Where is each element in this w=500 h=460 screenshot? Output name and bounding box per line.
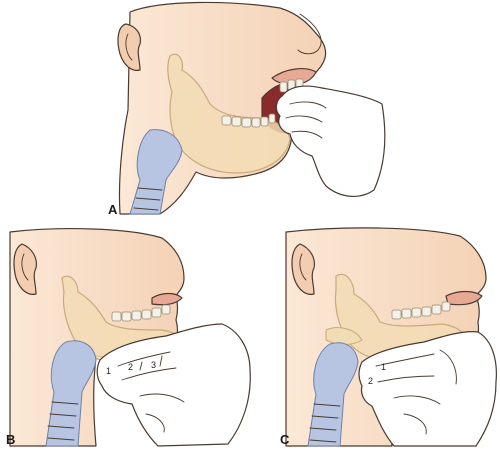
gloved-hand [96, 323, 251, 447]
airway-trachea [307, 342, 359, 447]
gloved-hand [275, 85, 386, 197]
finger-number-3: 3 [151, 360, 156, 370]
airway-trachea [45, 340, 97, 447]
panel-b: 1 2 3 B [6, 228, 251, 447]
panel-a: A [108, 1, 386, 217]
lips [445, 290, 483, 306]
finger-number-1: 1 [106, 366, 111, 376]
lower-teeth [111, 304, 171, 322]
ear [117, 23, 141, 71]
ear [13, 243, 37, 295]
finger-number-2: 2 [128, 362, 133, 372]
airway-trachea [129, 129, 183, 215]
tmj-outline [325, 327, 363, 345]
panel-label-a: A [108, 202, 118, 217]
ear [291, 243, 315, 295]
finger-number-2: 2 [368, 376, 373, 386]
lower-teeth [221, 113, 276, 128]
nose [297, 13, 322, 55]
panel-label-b: B [6, 432, 15, 447]
panel-label-c: C [280, 432, 290, 447]
finger-number-1: 1 [381, 362, 386, 372]
panel-c: 1 2 C [280, 227, 497, 447]
mandible-bone [167, 53, 291, 174]
lower-teeth [391, 301, 451, 320]
lips [151, 292, 183, 306]
gloved-hand [358, 331, 497, 447]
